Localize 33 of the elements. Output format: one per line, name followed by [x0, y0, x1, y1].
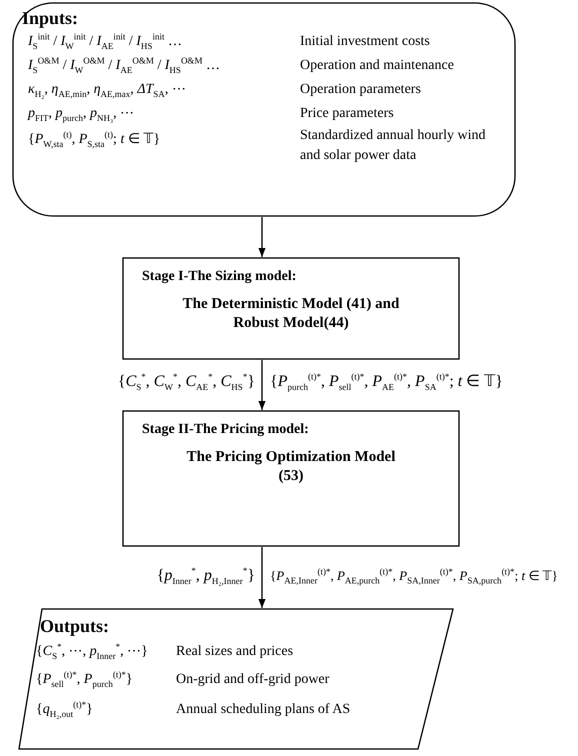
model-name: The Pricing Optimization Model (53)	[186, 448, 396, 486]
model-name: The Deterministic Model (41) and Robust Model(44)	[182, 295, 400, 333]
box-heading: Stage II-The Pricing model:	[142, 422, 309, 438]
arrow	[258, 217, 266, 257]
box-heading: Stage I-The Sizing model:	[142, 269, 296, 285]
variable-set-label: {P$_{AE,Inner}$$^{(t)*}$, P$_{AE,purch}$$^{(t)*}$, P$_{SA,Inner}$$^{(t)*}$, P$_{SA,purch}$$^{(t)*}$; t ∈ 𝕋}	[270, 568, 558, 584]
variable-set-label: {p$_{Inner}$$^{*}$, p$_{H₂,Inner}$$^{*}$}	[156, 568, 255, 584]
math-formula: p$_{FIT}$, p$_{purch}$, p$_{NH₃}$, ⋯	[28, 106, 134, 122]
math-formula: {P$_{W,sta}$$^{(t)}$, P$_{S,sta}$$^{(t)}$; t ∈ 𝕋}	[28, 132, 160, 148]
box-heading: Inputs:	[22, 10, 78, 26]
description-text: Price parameters	[300, 106, 394, 122]
output-parallelogram	[18, 608, 454, 750]
math-formula: {P$_{sell}$$^{(t)*}$, P$_{purch}$$^{(t)*}$}	[36, 672, 133, 688]
box-heading: Outputs:	[40, 618, 110, 634]
variable-set-label: {C$_{S}$$^{*}$, C$_{W}$$^{*}$, C$_{AE}$$^{*}$, C$_{HS}$$^{*}$}	[118, 374, 255, 390]
math-formula: I$_{S}$$^{O&M}$ / I$_{W}$$^{O&M}$ / I$_{AE}$$^{O&M}$ / I$_{HS}$$^{O&M}$ …	[28, 58, 220, 74]
math-formula: I$_{S}$$^{init}$ / I$_{W}$$^{init}$ / I$_{AE}$$^{init}$ / I$_{HS}$$^{init}$ …	[28, 34, 182, 50]
description-text: On-grid and off-grid power	[176, 672, 330, 688]
math-formula: κ$_{H₂}$, η$_{AE,min}$, η$_{AE,max}$, ΔT$_{SA}$, ⋯	[28, 82, 186, 98]
input-box	[12, 2, 516, 217]
description-text: Standardized annual hourly wind and solar power data	[300, 127, 486, 165]
description-text: Operation and maintenance	[300, 58, 454, 74]
process-box	[122, 410, 460, 547]
process-box	[122, 257, 460, 360]
math-formula: {q$_{H₂,out}$$^{(t)*}$}	[36, 702, 93, 718]
arrow	[258, 360, 266, 410]
math-formula: {C$_{S}$$^{*}$, ⋯, p$_{Inner}$$^{*}$, ⋯}	[36, 644, 148, 660]
description-text: Annual scheduling plans of AS	[176, 702, 350, 718]
description-text: Operation parameters	[300, 82, 421, 98]
description-text: Real sizes and prices	[176, 644, 294, 660]
variable-set-label: {P$_{purch}$$^{(t)*}$, P$_{sell}$$^{(t)*}$, P$_{AE}$$^{(t)*}$, P$_{SA}$$^{(t)*}$; t ∈ 𝕋}	[270, 374, 503, 390]
arrow	[258, 547, 266, 608]
description-text: Initial investment costs	[300, 34, 430, 50]
